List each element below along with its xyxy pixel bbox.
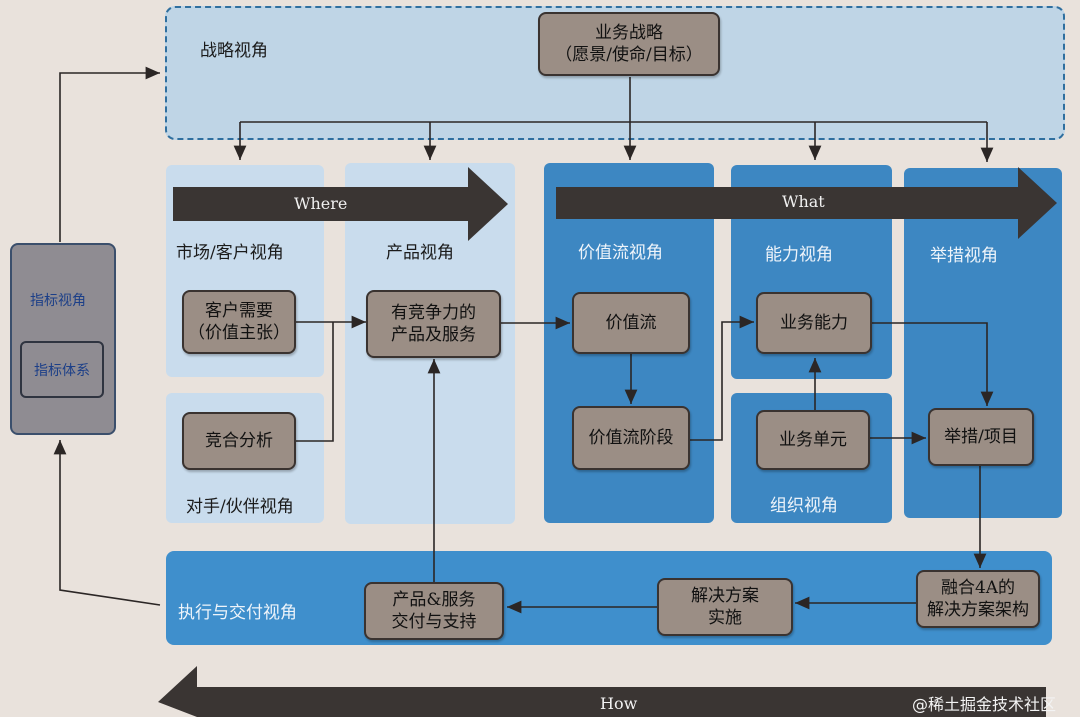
value-stream-stage-node: 价值流阶段 — [572, 406, 690, 470]
product-panel-label: 产品视角 — [386, 243, 454, 263]
competitor-panel-label: 对手/伙伴视角 — [186, 497, 294, 517]
how-label: How — [600, 694, 638, 713]
solution-architecture-line1: 融合4A的 — [940, 578, 1016, 598]
customer-needs-line1: 客户需要 — [205, 301, 273, 321]
strategy-panel-label: 战略视角 — [200, 41, 268, 61]
organization-panel-label: 组织视角 — [770, 496, 838, 516]
competitive-products-node: 有竞争力的 产品及服务 — [366, 290, 501, 358]
capability-panel-label: 能力视角 — [765, 245, 833, 265]
customer-needs-line2: （价值主张） — [188, 323, 290, 343]
solution-architecture-node: 融合4A的 解决方案架构 — [916, 570, 1040, 628]
metric-to-strategy — [59, 66, 160, 242]
initiative-panel-label: 举措视角 — [930, 246, 998, 266]
what-label: What — [782, 192, 825, 211]
solution-implementation-line2: 实施 — [708, 608, 742, 628]
business-strategy-line2: （愿景/使命/目标） — [555, 45, 703, 65]
competitive-products-line1: 有竞争力的 — [391, 303, 476, 323]
value-stream-node: 价值流 — [572, 292, 690, 354]
metric-panel-label: 指标视角 — [30, 293, 86, 309]
value-stream-panel-label: 价值流视角 — [578, 243, 663, 263]
competitive-products-line2: 产品及服务 — [391, 325, 476, 345]
competitive-analysis-node: 竞合分析 — [182, 412, 296, 470]
business-strategy-line1: 业务战略 — [595, 23, 663, 43]
watermark: @稀土掘金技术社区 — [912, 695, 1057, 714]
solution-implementation-line1: 解决方案 — [691, 586, 759, 606]
initiative-project-node: 举措/项目 — [928, 408, 1034, 466]
product-delivery-line2: 交付与支持 — [391, 612, 477, 632]
customer-needs-node: 客户需要 （价值主张） — [182, 290, 296, 354]
metric-system-node: 指标体系 — [20, 341, 104, 398]
product-delivery-node: 产品&服务 交付与支持 — [364, 582, 504, 640]
where-label: Where — [294, 194, 348, 213]
market-panel-label: 市场/客户视角 — [176, 243, 284, 263]
metric-panel — [10, 243, 116, 435]
solution-implementation-node: 解决方案 实施 — [657, 578, 793, 636]
execution-to-metric — [53, 440, 161, 606]
execution-panel-label: 执行与交付视角 — [178, 603, 297, 623]
business-strategy-node: 业务战略 （愿景/使命/目标） — [538, 12, 720, 76]
product-delivery-line1: 产品&服务 — [392, 590, 476, 610]
business-unit-node: 业务单元 — [756, 410, 870, 470]
business-capability-node: 业务能力 — [756, 292, 872, 354]
execution-lane — [166, 551, 1052, 645]
solution-architecture-line2: 解决方案架构 — [927, 600, 1029, 620]
